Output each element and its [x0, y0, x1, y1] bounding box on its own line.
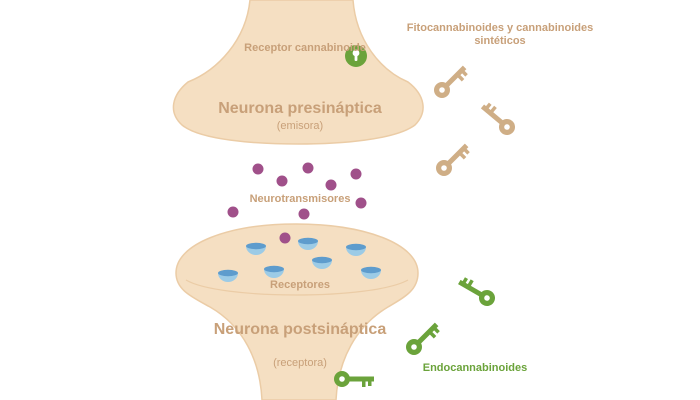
keyhole-icon [345, 45, 367, 67]
phytocannabinoids-label: Fitocannabinoides y cannabinoides sintét… [406, 22, 594, 47]
presynaptic-neuron-subtitle: (emisora) [276, 120, 324, 132]
key-icon [480, 102, 515, 135]
presynaptic-neuron-title: Neurona presináptica [218, 100, 382, 117]
receptor-cup [246, 242, 266, 255]
endocannabinoids-label: Endocannabinoides [422, 362, 528, 374]
neurotransmitter-dot [276, 175, 288, 187]
key-icon [436, 143, 470, 176]
postsynaptic-neuron-subtitle: (receptora) [273, 357, 327, 369]
key-icon [434, 65, 468, 98]
neurotransmitter-dot [302, 162, 314, 174]
receptor-cup [218, 269, 238, 282]
receptor-cup [361, 266, 381, 279]
neurotransmitter-dot [298, 208, 310, 220]
key-icon [334, 371, 374, 387]
receptor-cup [312, 256, 332, 269]
postsynaptic-neuron-title: Neurona postsináptica [213, 321, 387, 338]
neurotransmitter-dot [252, 163, 264, 175]
receptor-cup [346, 243, 366, 256]
neurotransmitter-dot [227, 206, 239, 218]
cannabinoid-receptor-label: Receptor cannabinoide [244, 42, 366, 54]
receptor-cup [298, 237, 318, 250]
postsynaptic-neuron-shape [175, 223, 419, 400]
neurotransmitters-label: Neurotransmisores [249, 193, 351, 205]
receptors-label: Receptores [270, 279, 330, 291]
key-icon [458, 277, 495, 306]
neurotransmitter-dot [350, 168, 362, 180]
key-icon [406, 322, 440, 355]
presynaptic-neuron-shape [172, 0, 424, 145]
postsynaptic-membrane-line [185, 279, 409, 296]
neurotransmitter-dot [325, 179, 337, 191]
neurotransmitter-dot [279, 232, 291, 244]
receptor-cup [264, 265, 284, 278]
neurotransmitter-dot [355, 197, 367, 209]
